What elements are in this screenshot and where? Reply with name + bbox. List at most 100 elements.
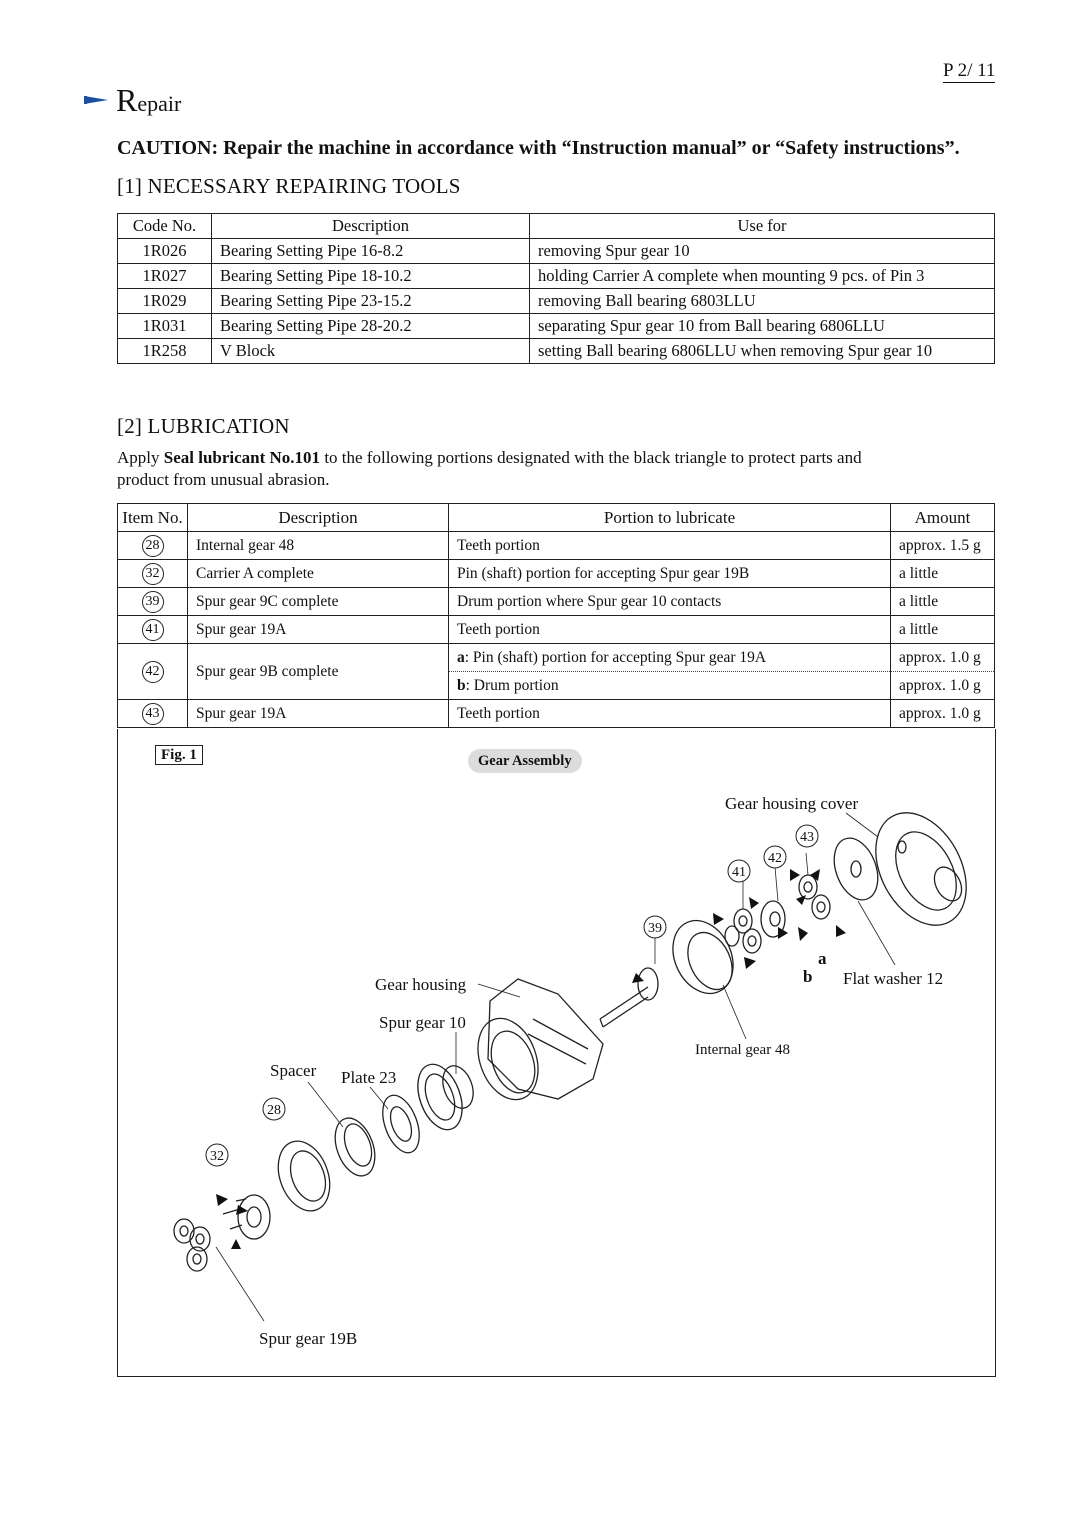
triangle-marker (778, 927, 788, 939)
callout-number: 28 (267, 1103, 281, 1118)
description-cell: V Block (211, 338, 530, 364)
callout-number: 41 (732, 865, 746, 880)
amount-cell: approx. 1.5 g (890, 531, 995, 560)
label-plate-23: Plate 23 (341, 1068, 397, 1087)
callout-circle (763, 845, 787, 869)
use-cell: holding Carrier A complete when mounting… (529, 263, 995, 289)
amount-cell: approx. 1.0 g (890, 699, 995, 728)
item-number: 43 (141, 703, 164, 726)
gear-housing-cover-drawing (875, 812, 967, 926)
description-cell: Spur gear 19A (187, 615, 449, 644)
description-cell: Spur gear 9B complete (187, 643, 449, 700)
table-row: 42 Spur gear 9B complete a: Pin (shaft) … (117, 643, 995, 700)
table-header-row: Code No. Description Use for (117, 213, 995, 239)
spur-gear-9c-drawing (599, 967, 659, 1028)
description-cell: Spur gear 9C complete (187, 587, 449, 616)
use-cell: removing Spur gear 10 (529, 238, 995, 264)
table-header-row: Item No. Description Portion to lubricat… (117, 503, 995, 532)
para-text: to the following portions designated wit… (117, 448, 862, 489)
callout-circle (205, 1143, 229, 1167)
flat-washer-drawing (833, 837, 879, 901)
internal-gear-48-drawing (672, 919, 734, 995)
plate-23-drawing (382, 1094, 420, 1154)
code-cell: 1R031 (117, 313, 212, 339)
triangle-marker (744, 957, 756, 969)
table-row: 28 Internal gear 48 Teeth portion approx… (117, 531, 995, 560)
portion-key: a (457, 649, 465, 666)
triangle-marker (790, 869, 800, 881)
caution-text: CAUTION: Repair the machine in accordanc… (117, 137, 960, 159)
col-header: Amount (890, 503, 995, 532)
amount-cell: approx. 1.0 g (890, 643, 995, 672)
item-number: 42 (141, 661, 164, 684)
figure-box: Fig. 1 Gear Assembly (117, 729, 996, 1377)
table-row: 1R026 Bearing Setting Pipe 16-8.2 removi… (117, 238, 995, 264)
spur-gear-10-drawing (417, 1063, 474, 1131)
portion-key: b (457, 677, 466, 694)
triangle-marker (632, 973, 644, 983)
gear-housing-drawing (477, 978, 604, 1101)
callout-circle (262, 1097, 286, 1121)
title-rest: epair (137, 91, 182, 116)
portion-cell: Teeth portion (448, 699, 891, 728)
portion-cell: b: Drum portion (448, 671, 891, 700)
figure-label: Fig. 1 (155, 745, 203, 765)
item-number: 39 (141, 591, 164, 614)
amount-cell: a little (890, 559, 995, 588)
col-header: Code No. (117, 213, 212, 239)
label-spacer: Spacer (270, 1061, 317, 1080)
lubrication-triangles (216, 869, 846, 1249)
triangle-marker (836, 925, 846, 937)
para-text: Apply (117, 448, 164, 467)
amount-cell: a little (890, 615, 995, 644)
description-cell: Bearing Setting Pipe 28-20.2 (211, 313, 530, 339)
spur-gears-19b-drawing (173, 1218, 211, 1272)
table-row: 1R258 V Block setting Ball bearing 6806L… (117, 338, 995, 364)
use-cell: setting Ball bearing 6806LLU when removi… (529, 338, 995, 364)
callout-numbers: 43 42 41 39 28 32 (210, 830, 814, 1164)
description-cell: Internal gear 48 (187, 531, 449, 560)
portion-cell: Pin (shaft) portion for accepting Spur g… (448, 559, 891, 588)
portion-cell: Teeth portion (448, 531, 891, 560)
use-cell: separating Spur gear 10 from Ball bearin… (529, 313, 995, 339)
use-cell: removing Ball bearing 6803LLU (529, 288, 995, 314)
col-header: Description (211, 213, 530, 239)
triangle-marker (236, 1205, 248, 1215)
triangle-marker (231, 1239, 241, 1249)
spur-gears-19a-drawing (724, 874, 831, 954)
table-row: 1R029 Bearing Setting Pipe 23-15.2 remov… (117, 288, 995, 314)
col-header: Item No. (117, 503, 188, 532)
description-cell: Spur gear 19A (187, 699, 449, 728)
label-spur-gear-10: Spur gear 10 (379, 1013, 466, 1032)
tools-table: Code No. Description Use for 1R026 Beari… (117, 213, 995, 364)
lubrication-section-title: [2] LUBRICATION (117, 414, 290, 438)
page-number: P 2/ 11 (943, 60, 996, 83)
spacer-drawing (334, 1117, 376, 1177)
gear-assembly-diagram: 43 42 41 39 28 32 (173, 812, 967, 1322)
portion-cell: Drum portion where Spur gear 10 contacts (448, 587, 891, 616)
callout-circles (205, 824, 819, 1167)
carrier-a-drawing (222, 1194, 271, 1240)
table-row: 32 Carrier A complete Pin (shaft) portio… (117, 559, 995, 588)
callout-number: 32 (210, 1149, 224, 1164)
table-row: 1R031 Bearing Setting Pipe 28-20.2 separ… (117, 313, 995, 339)
lubricant-name: Seal lubricant No.101 (163, 448, 321, 467)
figure-title: Gear Assembly (468, 749, 582, 773)
triangle-marker (713, 913, 724, 925)
label-portion-b: b (803, 967, 813, 986)
leader-lines (215, 812, 896, 1322)
callout-circle (727, 859, 751, 883)
description-cell: Carrier A complete (187, 559, 449, 588)
label-flat-washer-12: Flat washer 12 (843, 969, 944, 988)
portion-text: : Drum portion (465, 677, 559, 694)
label-gear-housing-cover: Gear housing cover (725, 794, 859, 813)
col-header: Portion to lubricate (448, 503, 891, 532)
triangle-marker (216, 1194, 228, 1206)
item-number: 32 (141, 563, 164, 586)
title-initial: R (116, 82, 138, 118)
tools-section-title: [1] NECESSARY REPAIRING TOOLS (117, 174, 461, 198)
triangle-marker (749, 897, 759, 909)
table-row: 1R027 Bearing Setting Pipe 18-10.2 holdi… (117, 263, 995, 289)
table-row: 43 Spur gear 19A Teeth portion approx. 1… (117, 699, 995, 728)
code-cell: 1R258 (117, 338, 212, 364)
